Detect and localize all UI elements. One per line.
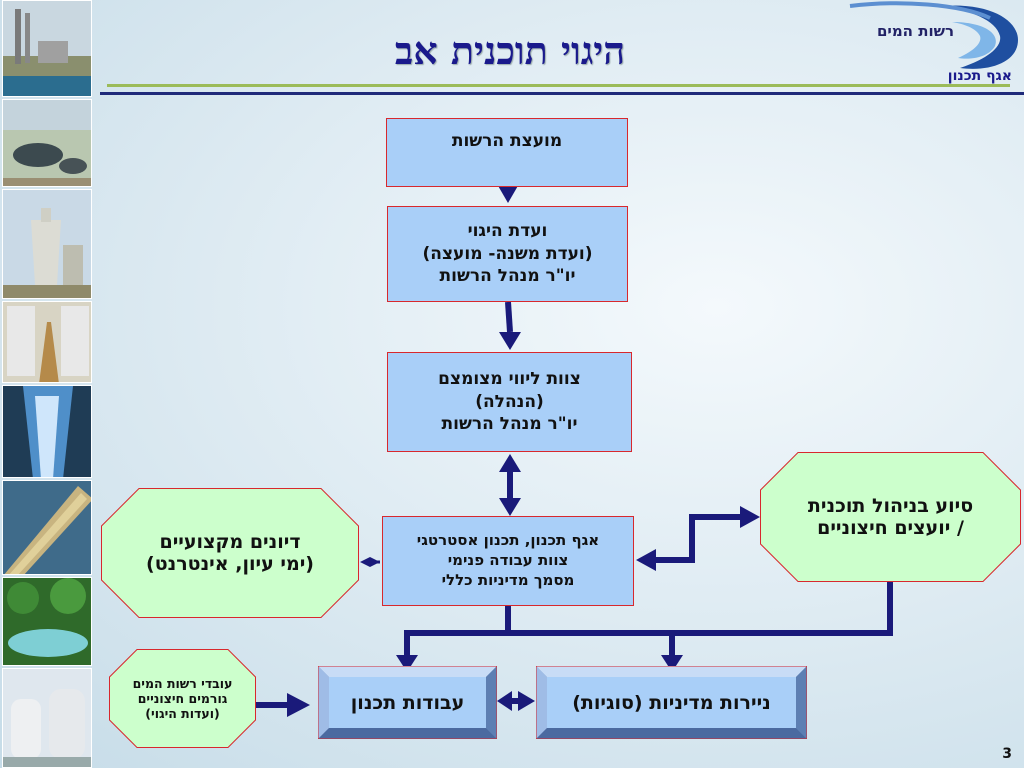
octagon-shape — [101, 488, 359, 618]
planning-dept-line-1: אגף תכנון, תכנון אסטרטגי — [416, 531, 600, 550]
cooling-tower-photo — [2, 189, 92, 299]
steering-committee-box: ועדת היגוי (ועדת משנה- מועצה) יו"ר מנהל … — [387, 206, 628, 302]
arrow-stakeholders-to-planning-work — [256, 693, 310, 717]
title-underline-accent — [107, 84, 1010, 87]
water-reservoir-photo — [2, 99, 92, 187]
arrow-core-planning-bidirectional — [499, 454, 521, 516]
stakeholders-octagon: עובדי רשות המים גורמים חיצוניים (ועדות ה… — [109, 649, 256, 748]
stakeholders-line-1: עובדי רשות המים — [132, 676, 233, 691]
policy-papers-box: ניירות מדיניות (סוגיות) — [536, 666, 807, 739]
title-underline — [100, 92, 1024, 95]
steering-line-2: (ועדת משנה- מועצה) — [422, 243, 593, 264]
waterfall-photo — [2, 385, 92, 478]
octagon-shape — [109, 649, 256, 748]
slide-title: היגוי תוכנית אב — [394, 28, 626, 73]
planning-work-box: עבודות תכנון — [318, 666, 497, 739]
planning-dept-line-3: מסמך מדיניות כללי — [441, 570, 575, 589]
water-authority-logo: רשות המים אגף תכנון — [840, 0, 1024, 90]
council-label: מועצת הרשות — [451, 131, 563, 152]
steering-line-3: יו"ר מנהל הרשות — [439, 266, 576, 287]
treatment-plant-photo — [2, 668, 92, 768]
core-team-line-2: (הנהלה) — [475, 391, 544, 412]
photo-strip — [0, 0, 94, 768]
steering-line-1: ועדת היגוי — [467, 221, 548, 242]
planning-dept-line-2: צוות עבודה פנימי — [447, 551, 569, 570]
core-team-line-3: יו"ר מנהל הרשות — [441, 414, 578, 435]
arrow-council-to-steering — [497, 184, 519, 203]
discussions-line-1: דיונים מקצועיים — [159, 531, 301, 553]
logo-name: רשות המים — [876, 22, 954, 40]
program-support-line-2: / יועצים חיצוניים — [817, 517, 964, 539]
arrow-to-planning-work — [396, 655, 418, 672]
arrow-steering-to-core — [499, 301, 521, 350]
bevel-frame — [536, 666, 807, 739]
professional-discussions-octagon: דיונים מקצועיים (ימי עיון, אינטרנט) — [101, 488, 359, 618]
logo-department: אגף תכנון — [947, 68, 1012, 84]
core-team-box: צוות ליווי מצומצם (הנהלה) יו"ר מנהל הרשו… — [387, 352, 632, 452]
arrow-work-policy-bidirectional — [497, 691, 535, 711]
core-team-line-1: צוות ליווי מצומצם — [438, 369, 581, 390]
council-box: מועצת הרשות — [386, 118, 628, 187]
stakeholders-line-2: גורמים חיצוניים — [137, 691, 228, 706]
program-support-line-1: סיוע בניהול תוכנית — [807, 495, 974, 517]
planning-department-box: אגף תכנון, תכנון אסטרטגי צוות עבודה פנימ… — [382, 516, 634, 606]
connector-bus — [404, 582, 893, 656]
stakeholders-line-3: (ועדות היגוי) — [145, 706, 220, 721]
octagon-shape — [760, 452, 1021, 582]
arrow-support-planning-bidirectional — [636, 506, 760, 571]
program-support-octagon: סיוע בניהול תוכנית / יועצים חיצוניים — [760, 452, 1021, 582]
arrow-discussions-planning — [360, 557, 380, 567]
planning-work-label: עבודות תכנון — [350, 691, 465, 714]
policy-papers-label: ניירות מדיניות (סוגיות) — [572, 691, 771, 714]
desalination-membranes-photo — [2, 301, 92, 383]
logo-swoosh-icon — [849, 1, 1018, 69]
arrow-to-policy-papers — [661, 655, 683, 672]
stream-photo — [2, 577, 92, 666]
power-plant-photo — [2, 0, 92, 97]
slide-number: 3 — [1002, 746, 1012, 762]
water-pipeline-photo — [2, 480, 92, 575]
bevel-frame — [318, 666, 497, 739]
discussions-line-2: (ימי עיון, אינטרנט) — [146, 553, 314, 575]
